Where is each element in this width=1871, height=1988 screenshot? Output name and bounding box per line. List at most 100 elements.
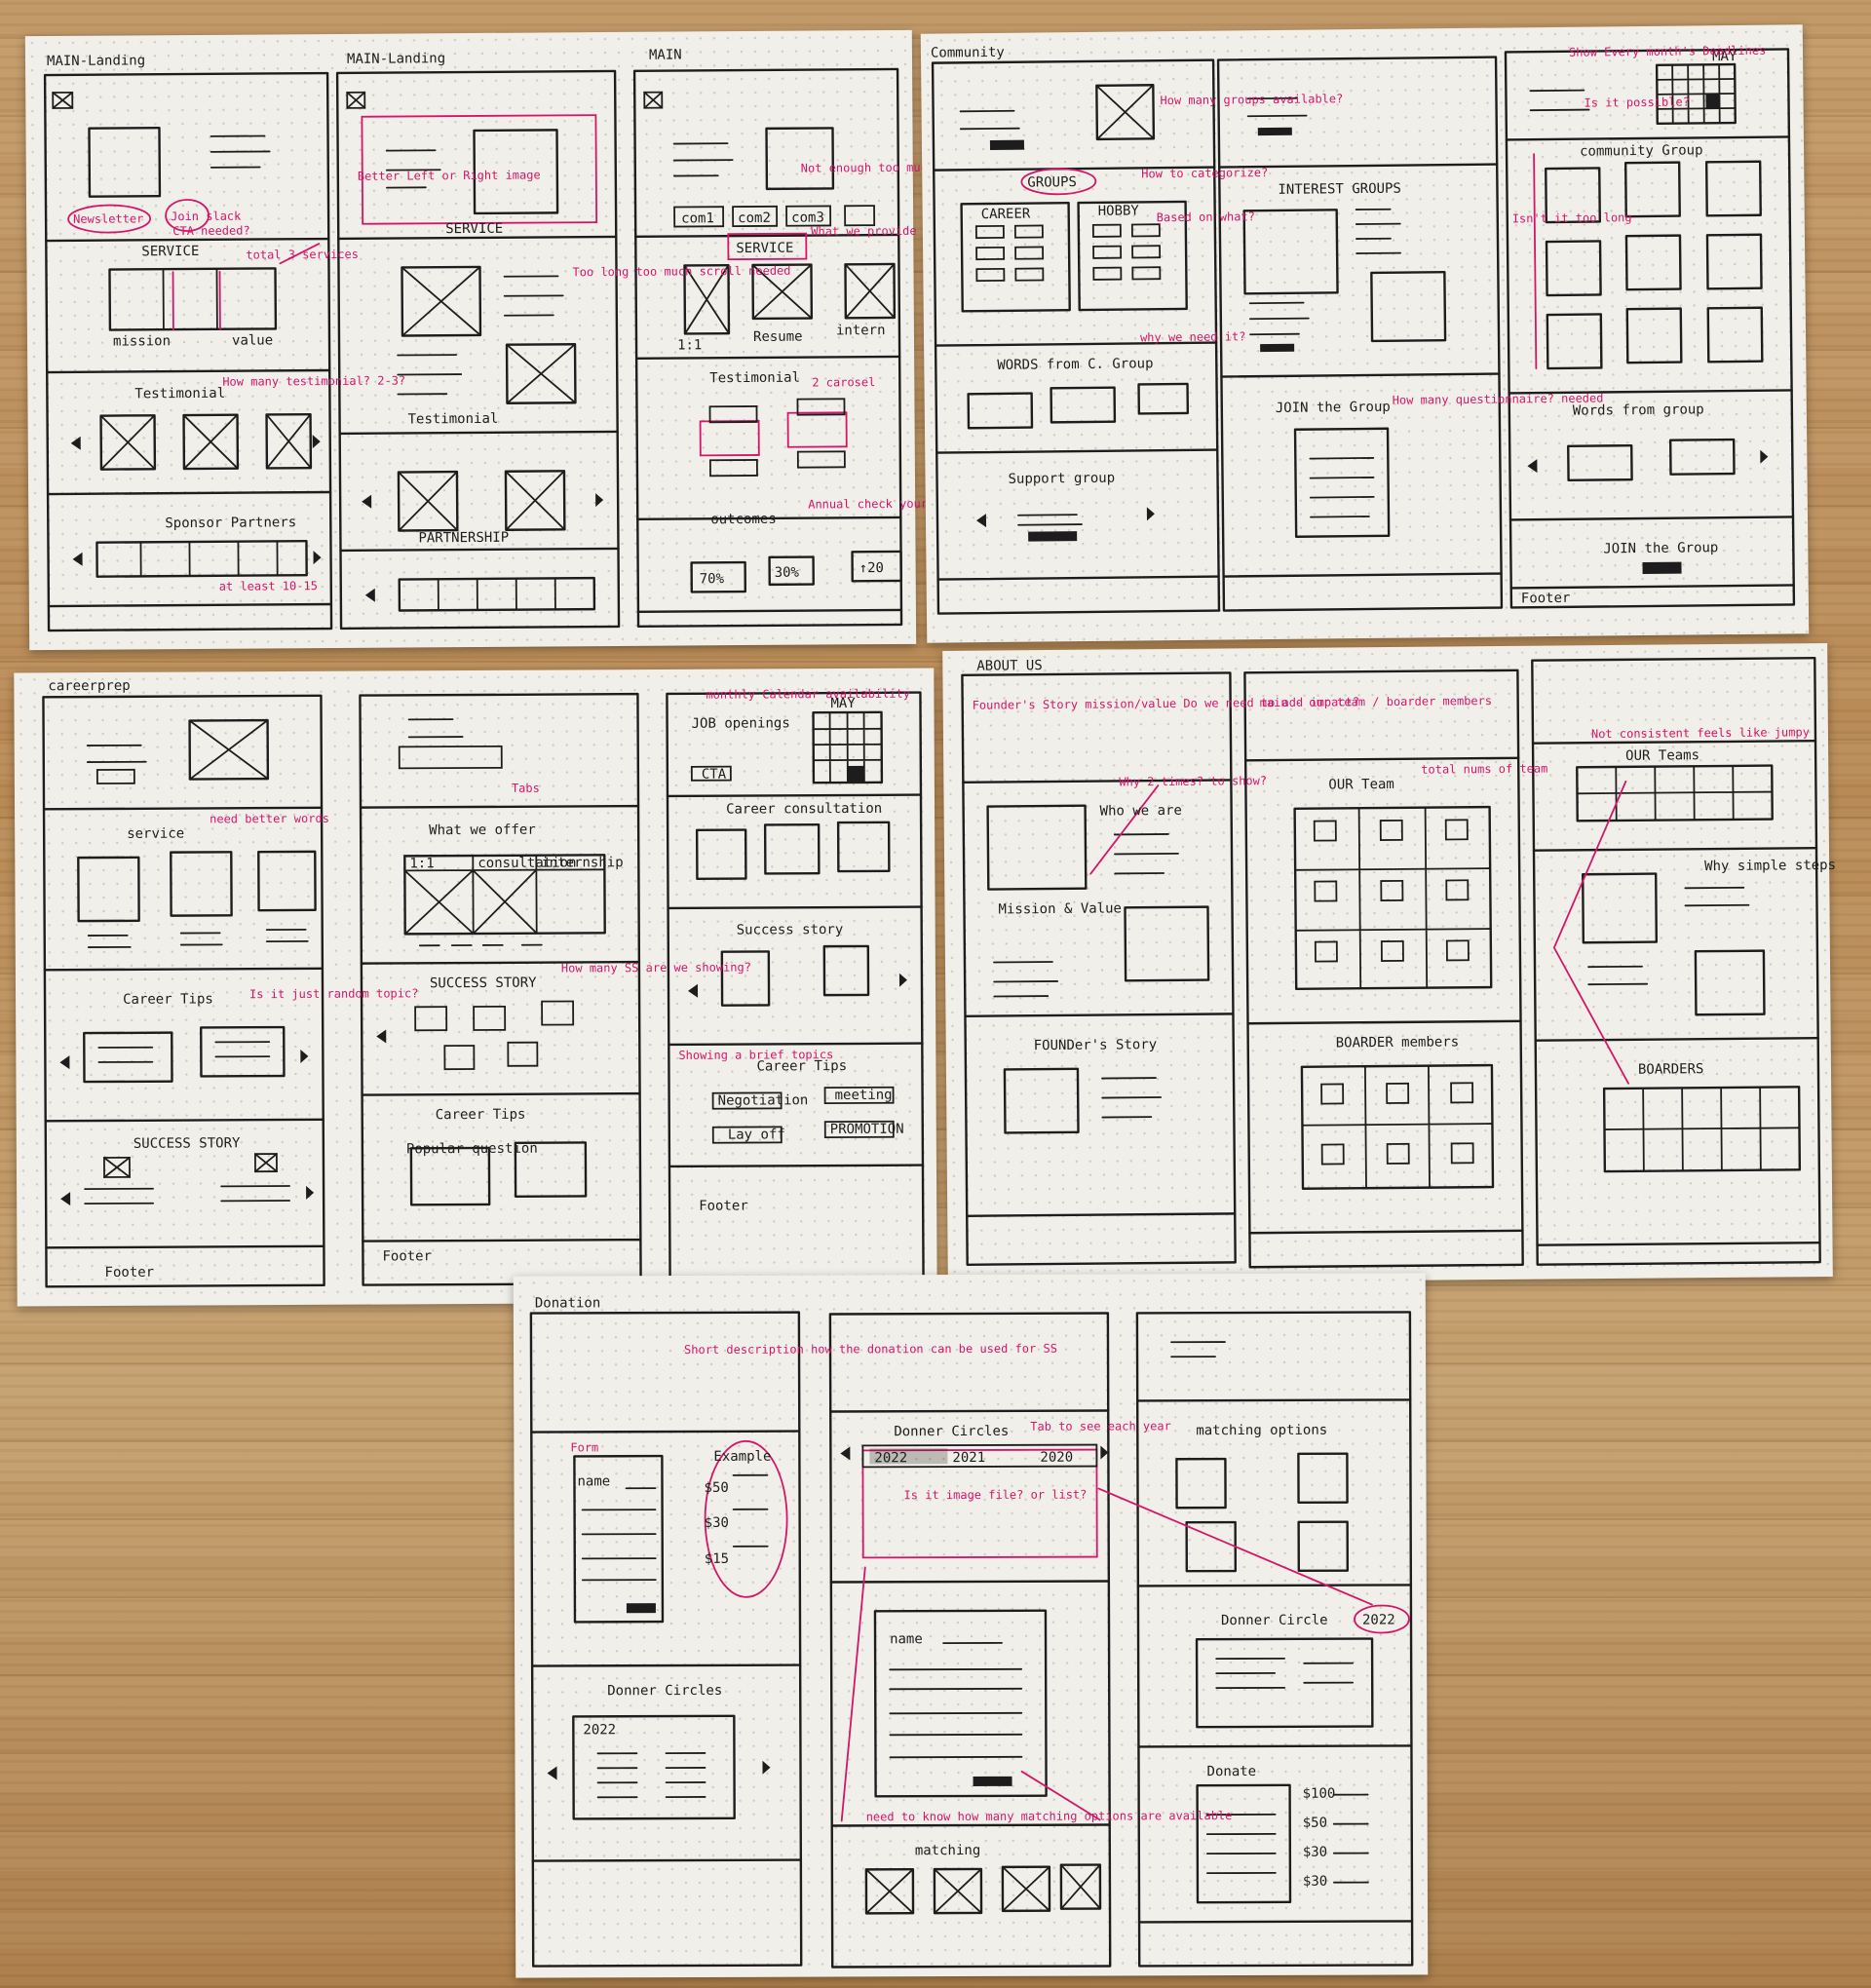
amount: $15	[705, 1551, 729, 1567]
note: total 3 services	[246, 248, 359, 262]
label: MAY	[1712, 49, 1737, 64]
sheet-community: Community GROUPS CAREER HOBBY WORDS from…	[920, 24, 1810, 643]
note: How many groups available?	[1160, 92, 1343, 107]
section-title: Testimonial	[134, 386, 225, 402]
stat: ↑20	[859, 560, 884, 576]
section-title: Donner Circles	[894, 1424, 1009, 1439]
sheet-title: ABOUT US	[976, 658, 1043, 674]
topic-tag: Lay off	[728, 1127, 785, 1142]
note: How many SS are we showing?	[561, 961, 751, 975]
tab-label: consultation	[477, 855, 576, 871]
tab-label: 1:1	[409, 856, 434, 871]
section-title: Donner Circle	[1221, 1613, 1328, 1628]
section-title: BOARDER members	[1336, 1034, 1460, 1051]
label: value	[232, 332, 273, 348]
note: Too long too much scroll needed	[572, 264, 790, 280]
note: Show Every month's Deadlines	[1569, 44, 1766, 59]
tab-label: com2	[738, 210, 771, 226]
section-title: OUR Team	[1328, 777, 1394, 793]
section-title: Why simple steps	[1704, 858, 1836, 874]
note: Is it just random topic?	[249, 986, 418, 1001]
tab-label: com1	[681, 210, 714, 226]
label: 2022	[583, 1722, 616, 1738]
note: Better Left or Right image	[358, 168, 541, 182]
section-title: Who we are	[1100, 803, 1182, 820]
amount: $50	[704, 1480, 728, 1496]
sheet-careerprep: careerprep service Career Tips SUCCESS S…	[14, 668, 937, 1307]
section-title: Donate	[1206, 1764, 1256, 1779]
topic-tag: meeting	[835, 1088, 893, 1103]
note: Tabs	[512, 782, 540, 795]
section-title: Support group	[1008, 471, 1115, 487]
footer-label: Footer	[382, 1248, 432, 1264]
note: How to categorize?	[1141, 166, 1268, 180]
topic-tag: PROMOTION	[830, 1122, 904, 1137]
note: Is it possible?	[1584, 95, 1690, 109]
note: Showing a brief topics	[678, 1048, 833, 1062]
panel-title: MAIN	[649, 47, 682, 62]
section-title: Words from group	[1573, 401, 1704, 418]
section-title: SUCCESS STORY	[430, 975, 537, 992]
note: Not enough too much	[801, 161, 935, 175]
section-title: SERVICE	[141, 244, 199, 259]
stat: 70%	[700, 571, 725, 587]
amount: $100	[1303, 1786, 1336, 1802]
label: name	[890, 1631, 923, 1647]
topic-tag: Negotiation	[718, 1092, 809, 1108]
note: Short description how the donation can b…	[684, 1342, 1057, 1357]
section-title: Mission & Value	[998, 900, 1122, 917]
label: Popular question	[406, 1141, 538, 1158]
label: name	[577, 1473, 610, 1489]
section-title: WORDS from C. Group	[997, 356, 1153, 373]
note: at least 10-15	[219, 579, 318, 593]
section-title: Testimonial	[408, 411, 499, 428]
section-title: What we offer	[429, 822, 536, 839]
footer-label: Footer	[699, 1199, 748, 1214]
tab-label: 2022	[874, 1450, 907, 1466]
note: why we need it?	[1140, 329, 1246, 344]
label: Resume	[753, 329, 803, 345]
section-title: Donner Circles	[607, 1683, 722, 1699]
label: intern	[836, 323, 886, 338]
section-title: SUCCESS STORY	[134, 1135, 241, 1152]
sheet-title: Donation	[535, 1295, 600, 1311]
note: need to know how many matching options a…	[866, 1809, 1233, 1823]
label: Newsletter	[73, 211, 143, 226]
section-title: OUR Teams	[1625, 747, 1699, 764]
amount: $30	[705, 1515, 729, 1531]
note: Is it image file? or list?	[904, 1488, 1088, 1503]
section-title: SERVICE	[445, 221, 503, 237]
label: Example	[713, 1449, 771, 1465]
section-title: INTEREST GROUPS	[1278, 181, 1401, 198]
tab-label: com3	[791, 210, 824, 225]
section-title: PARTNERSHIP	[418, 530, 509, 547]
section-title: GROUPS	[1027, 174, 1077, 191]
section-title: outcomes	[710, 512, 777, 527]
note: Based on what?	[1157, 210, 1255, 224]
note: Not consistent feels like jumpy	[1591, 725, 1810, 741]
note: 2 carosel	[812, 375, 875, 389]
panel-title: MAIN-Landing	[47, 53, 145, 69]
footer-label: Footer	[1521, 591, 1571, 607]
label: JOB openings	[692, 715, 790, 732]
sheet-title: Community	[931, 45, 1005, 61]
section-title: matching	[915, 1843, 980, 1858]
footer-label: Footer	[104, 1265, 154, 1281]
label: 1:1	[677, 337, 702, 353]
panel-title: MAIN-Landing	[347, 51, 445, 67]
label: CTA	[702, 767, 727, 783]
sheet-title: careerprep	[48, 678, 130, 694]
label: Join slack	[171, 210, 242, 224]
note: Tab to see each year	[1030, 1419, 1171, 1434]
note: Founder's Story mission/value Do we need…	[973, 695, 1359, 711]
section-title: Success story	[737, 922, 844, 938]
stat: 30%	[775, 565, 800, 581]
section-title: JOIN the Group	[1276, 400, 1391, 416]
section-title: Career consultation	[726, 801, 882, 818]
note: What we provide	[811, 224, 916, 239]
note: How many questionnaire? needed	[1393, 391, 1604, 406]
section-title: Testimonial	[709, 370, 800, 387]
label: mission	[113, 333, 171, 349]
tab-label: internship	[541, 855, 623, 870]
amount: $30	[1303, 1874, 1327, 1890]
